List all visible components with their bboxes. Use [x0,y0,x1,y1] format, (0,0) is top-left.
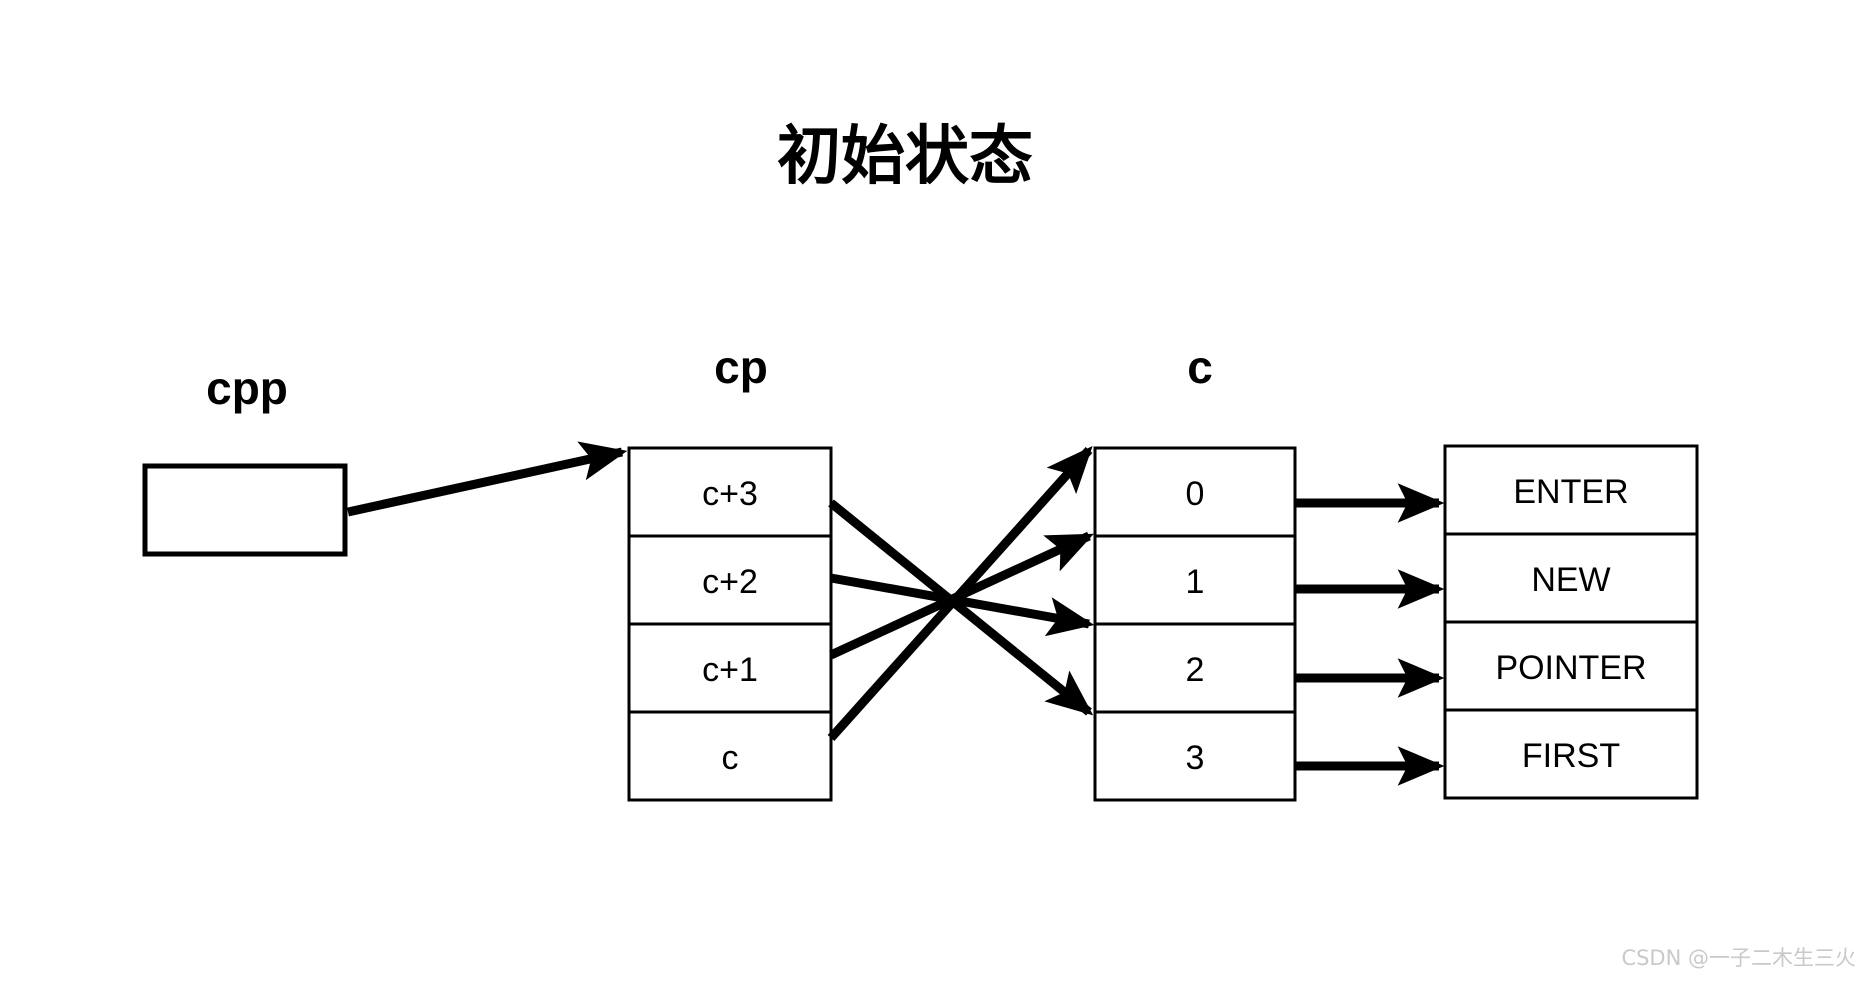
c-cell-3-label: 3 [1186,739,1205,777]
cp-cell-3-label: c [722,739,739,777]
string-cell-1-label: NEW [1531,561,1610,599]
arrow-cp3-to-c2 [828,499,1094,716]
cp-cell-0[interactable] [627,446,833,538]
string-cell-0-label: ENTER [1513,473,1628,511]
string-cell-2[interactable] [1443,620,1699,712]
c-cell-0[interactable] [1093,446,1297,538]
string-cell-3[interactable] [1443,708,1699,800]
label-cpp: cpp [206,362,288,414]
cp-cell-3[interactable] [627,710,833,802]
cp-to-c-arrows [827,445,1095,742]
arrow-cp2-to-c1 [830,573,1095,637]
page-title: 初始状态 [777,120,1033,194]
string-cell-2-label: POINTER [1495,649,1646,687]
string-cell-3-label: FIRST [1522,737,1620,775]
c-cell-1[interactable] [1093,534,1297,626]
label-c: c [1187,341,1213,393]
cp-cell-1[interactable] [627,534,833,626]
c-cell-3[interactable] [1093,710,1297,802]
cp-cell-0-label: c+3 [702,475,758,513]
c-cell-1-label: 1 [1186,563,1205,601]
cp-table: c+3 c+2 c+1 c [627,446,833,802]
c-cell-2-label: 2 [1186,651,1205,689]
string-cell-0[interactable] [1443,444,1699,536]
c-table: 0 1 2 3 [1093,446,1297,802]
cp-cell-1-label: c+2 [702,563,758,601]
arrow-cp0-to-c0 [827,445,1093,742]
string-cell-1[interactable] [1443,532,1699,624]
c-cell-2[interactable] [1093,622,1297,714]
c-to-strings-arrows [1295,483,1445,786]
c-cell-0-label: 0 [1186,475,1205,513]
arrow-cpp-to-cp [347,441,628,517]
cp-cell-2-label: c+1 [702,651,758,689]
string-table: ENTER NEW POINTER FIRST [1443,444,1699,800]
cpp-box[interactable] [142,463,348,557]
label-cp: cp [714,341,768,393]
csdn-watermark: CSDN @一子二木生三火 [1621,946,1856,970]
